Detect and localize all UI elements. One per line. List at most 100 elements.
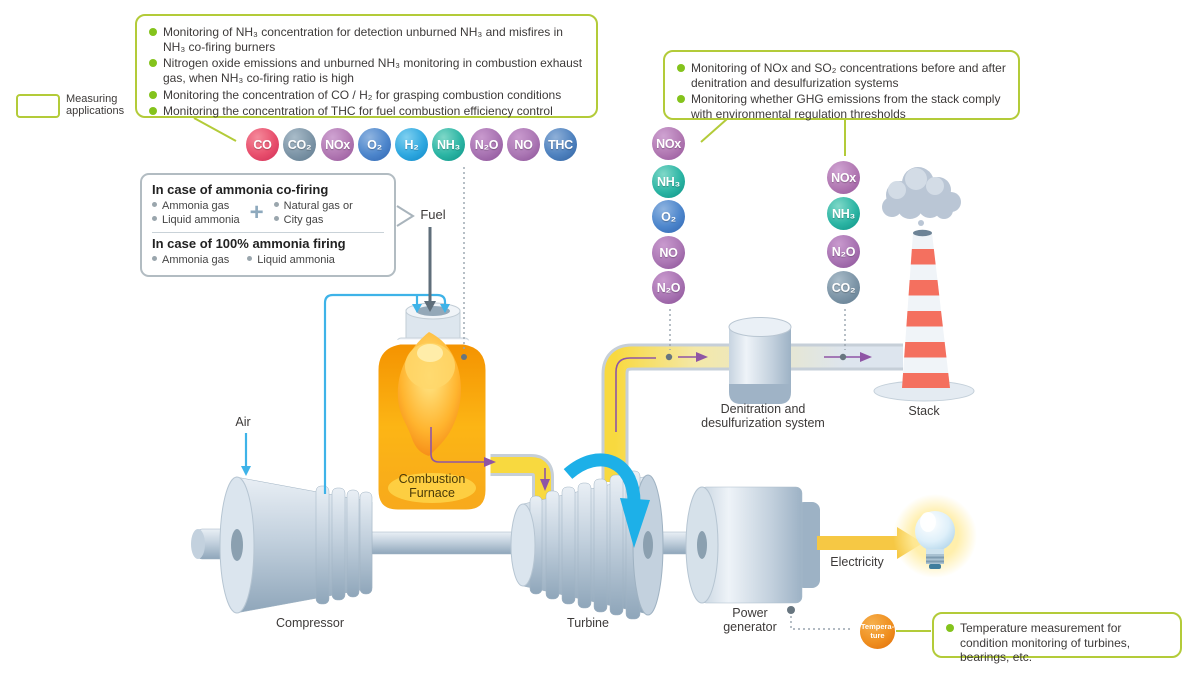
bullet-item: Monitoring the concentration of CO / H₂ … xyxy=(149,88,584,103)
air-label: Air xyxy=(235,415,251,429)
turbine-label: Turbine xyxy=(567,616,609,630)
bullet-text: Temperature measurement for condition mo… xyxy=(960,621,1131,665)
bullet-icon xyxy=(149,90,157,99)
gas-badge-label: NO xyxy=(514,137,533,152)
callout-temperature-monitoring: Temperature measurement for condition mo… xyxy=(932,612,1182,664)
gas-badge-label: N₂O xyxy=(656,280,681,295)
furnace-outlet-pipe xyxy=(486,454,554,500)
bullet-icon xyxy=(149,107,157,116)
gas-badge-label: H₂ xyxy=(404,137,419,152)
fuel-item: Liquid ammonia xyxy=(247,254,335,266)
gas-badge-label: NH₃ xyxy=(437,137,460,152)
air-arrowheads xyxy=(241,304,450,476)
callout-pointers xyxy=(193,117,931,632)
gas-badge-co2: CO₂ xyxy=(283,128,316,161)
fuel-item: Ammonia gas xyxy=(152,254,229,266)
gas-badge-label: O₂ xyxy=(367,137,382,152)
bullet-icon xyxy=(149,28,157,36)
flow-arrowheads xyxy=(484,352,872,491)
gas-badge-label: NOx xyxy=(656,136,681,151)
gas-before-no: NO xyxy=(652,236,685,269)
bullet-text: Monitoring the concentration of THC for … xyxy=(163,104,553,119)
bullet-text: Monitoring whether GHG emissions from th… xyxy=(691,92,1001,121)
gas-after-nox: NOx xyxy=(827,161,860,194)
fuel-item: Ammonia gas xyxy=(152,199,240,213)
gas-before-nh3: NH₃ xyxy=(652,165,685,198)
power-generator-label: Power generator xyxy=(723,606,777,635)
fuel-item: City gas xyxy=(274,213,353,227)
measuring-connectors xyxy=(463,167,851,630)
gas-badge-co: CO xyxy=(246,128,279,161)
gas-badge-label: NOx xyxy=(325,137,350,152)
legend-label: Measuring applications xyxy=(66,93,125,117)
bullet-icon xyxy=(677,95,685,104)
gas-badge-o2: O₂ xyxy=(358,128,391,161)
gas-badge-label: N₂O xyxy=(831,244,856,259)
power-generator-shape xyxy=(685,486,820,604)
temperature-badge: Tempera- ture xyxy=(860,614,895,649)
bullet-text: Monitoring of NH₃ concentration for dete… xyxy=(163,25,563,54)
gas-badge-nox: NOx xyxy=(321,128,354,161)
temperature-badge-label: Tempera- ture xyxy=(860,622,895,640)
gas-badge-label: O₂ xyxy=(661,209,676,224)
bullet-icon xyxy=(149,59,157,68)
gas-badge-label: CO₂ xyxy=(287,137,312,152)
gas-before-nox: NOx xyxy=(652,127,685,160)
measuring-dots xyxy=(461,353,847,614)
fuel-item: Natural gas or xyxy=(274,199,353,213)
bullet-text: Monitoring the concentration of CO / H₂ … xyxy=(163,87,562,102)
denitration-label: Denitration and desulfurization system xyxy=(701,402,825,431)
stack-shape xyxy=(873,229,975,402)
gas-after-co2: CO₂ xyxy=(827,271,860,304)
divider xyxy=(152,231,384,233)
gas-before-o2: O₂ xyxy=(652,200,685,233)
gas-badge-n2o: N₂O xyxy=(470,128,503,161)
gas-badge-label: THC xyxy=(548,137,573,152)
bullet-icon xyxy=(946,624,954,632)
gas-badge-label: NH₃ xyxy=(832,206,855,221)
gas-badge-no: NO xyxy=(507,128,540,161)
bullet-item: Monitoring of NH₃ concentration for dete… xyxy=(149,25,584,54)
bullet-text: Nitrogen oxide emissions and unburned NH… xyxy=(163,56,583,85)
compressor-shape xyxy=(219,476,373,614)
gas-badge-nh3: NH₃ xyxy=(432,128,465,161)
legend-measuring-applications: Measuring applications xyxy=(16,93,136,118)
bullet-item: Monitoring whether GHG emissions from th… xyxy=(677,92,1006,121)
stack-label: Stack xyxy=(908,404,940,418)
fuel-options-box: In case of ammonia co-firing Ammonia gas… xyxy=(140,173,396,277)
bullet-item: Monitoring of NOx and SO₂ concentrations… xyxy=(677,61,1006,90)
bullet-icon xyxy=(677,64,685,72)
lightbulb-icon xyxy=(893,494,977,578)
callout-emissions-monitoring: Monitoring of NOx and SO₂ concentrations… xyxy=(663,50,1020,121)
fuel-label: Fuel xyxy=(420,207,446,222)
callout-combustion-monitoring: Monitoring of NH₃ concentration for dete… xyxy=(135,14,598,118)
bullet-item: Monitoring the concentration of THC for … xyxy=(149,104,584,119)
gas-badge-label: N₂O xyxy=(474,137,499,152)
plus-icon: + xyxy=(249,199,264,227)
legend-swatch xyxy=(16,94,60,118)
bullet-text: Monitoring of NOx and SO₂ concentrations… xyxy=(691,61,1006,90)
fuel-heading-full: In case of 100% ammonia firing xyxy=(152,235,346,251)
combustion-furnace-shape xyxy=(373,302,491,515)
gas-badge-label: CO₂ xyxy=(831,280,856,295)
bullet-item: Nitrogen oxide emissions and unburned NH… xyxy=(149,56,584,85)
gas-after-n2o: N₂O xyxy=(827,235,860,268)
gas-badge-thc: THC xyxy=(544,128,577,161)
fuel-item: Liquid ammonia xyxy=(152,213,240,227)
gas-after-nh3: NH₃ xyxy=(827,197,860,230)
denitration-system-shape xyxy=(728,317,792,404)
compressor-label: Compressor xyxy=(275,616,345,630)
electricity-label: Electricity xyxy=(830,555,884,569)
gas-badge-h2: H₂ xyxy=(395,128,428,161)
fuel-arrow-icon xyxy=(424,227,436,312)
gas-badge-label: NH₃ xyxy=(657,174,680,189)
fuel-heading-cofiring: In case of ammonia co-firing xyxy=(152,182,329,197)
smoke-cloud xyxy=(882,167,961,226)
gas-badge-label: NOx xyxy=(831,170,856,185)
bullet-item: Temperature measurement for condition mo… xyxy=(946,621,1168,665)
rotation-arrow-icon xyxy=(563,453,650,548)
gas-badge-label: CO xyxy=(253,137,272,152)
combustion-furnace-label: Combustion Furnace xyxy=(398,472,466,501)
fuel-pointer-icon xyxy=(396,205,415,227)
